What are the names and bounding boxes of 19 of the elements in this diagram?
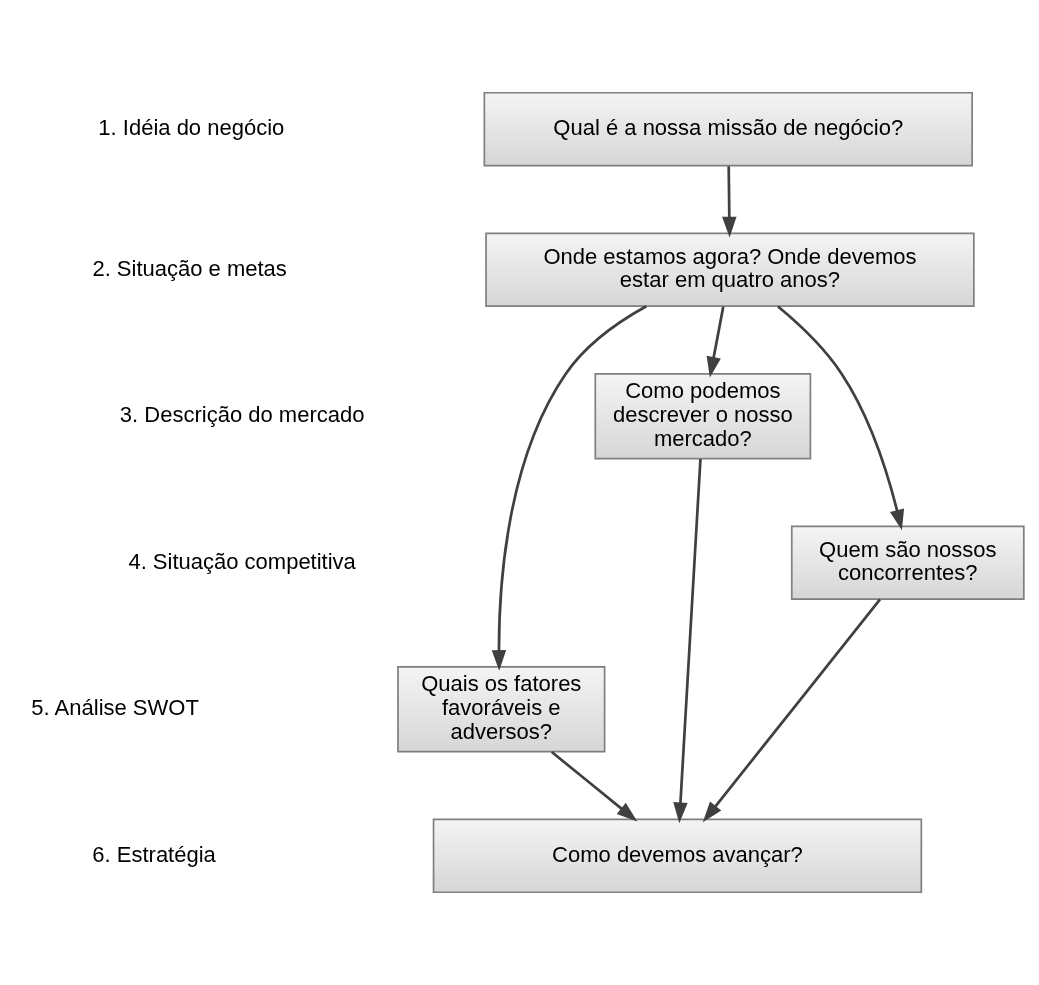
label: 1. Idéia do negócio: [98, 114, 285, 140]
label: 4. Situação competitiva: [128, 548, 356, 574]
node-box: Como podemos descrever o nosso mercado?: [594, 373, 812, 460]
node-box: Quais os fatores favoráveis e adversos?: [397, 666, 606, 753]
node-box: Quem são nossos concorrentes?: [790, 525, 1025, 601]
arrow: [673, 458, 702, 824]
node-box: Como devemos avançar?: [432, 818, 923, 894]
arrow: [491, 305, 647, 671]
label: 2. Situação e metas: [92, 255, 287, 281]
arrow: [722, 166, 737, 238]
label: 3. Descrição do mercado: [119, 402, 365, 428]
label: 6. Estratégia: [92, 841, 216, 867]
arrow: [702, 598, 882, 823]
arrow: [550, 750, 638, 822]
arrow: [777, 305, 905, 531]
node-box: Onde estamos agora? Onde devemos estar em quatro anos?: [485, 232, 975, 308]
node-box: Qual é a nossa missão de negócio?: [483, 91, 973, 167]
label: 5. Análise SWOT: [31, 695, 199, 721]
arrow: [706, 306, 725, 378]
